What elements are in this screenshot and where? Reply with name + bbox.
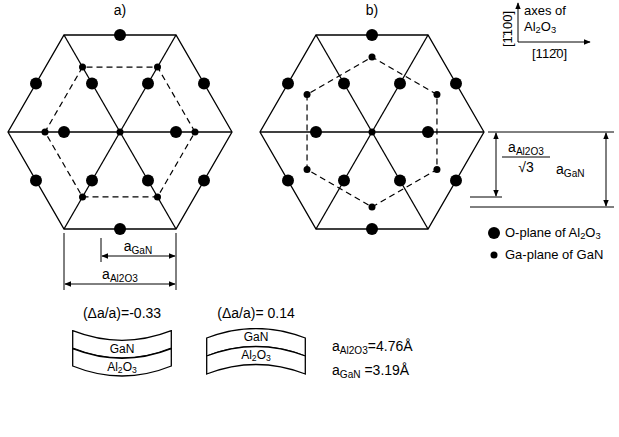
o-plane-dot-sample xyxy=(488,227,500,239)
o-plane-dot xyxy=(450,78,462,90)
ga-plane-dot xyxy=(369,129,376,136)
dimension-label: aAl2O3 xyxy=(508,139,544,155)
subscript: GaN xyxy=(564,168,585,179)
legend-text: O-plane of Al2O3 xyxy=(505,225,601,241)
ga-plane-dot-sample xyxy=(491,252,498,259)
axis-arrow xyxy=(518,42,590,43)
gan-hexagon xyxy=(307,57,437,207)
mismatch-value: (Δa/a)= 0.14 xyxy=(217,305,294,321)
o-plane-dot xyxy=(366,29,378,41)
fraction-bar xyxy=(502,157,550,158)
o-plane-dot xyxy=(394,78,406,90)
ga-plane-dot xyxy=(42,129,49,136)
o-plane-dot xyxy=(58,126,70,138)
o-plane-dot xyxy=(310,126,322,138)
ga-plane-dot xyxy=(79,64,86,71)
o-plane-dot xyxy=(114,223,126,235)
ga-plane-dot xyxy=(79,193,86,200)
axis-direction: [112̄0] xyxy=(532,46,567,62)
o-plane-dot xyxy=(30,174,42,186)
subscript: 3 xyxy=(266,353,271,363)
dimension-line xyxy=(496,133,497,196)
o-plane-dot xyxy=(366,223,378,235)
extension-line xyxy=(470,197,502,198)
ga-plane-dot xyxy=(117,129,124,136)
ga-plane-dot xyxy=(433,91,440,98)
subscript: 2 xyxy=(580,231,585,241)
subscript: Al2O3 xyxy=(516,146,544,157)
o-plane-dot xyxy=(170,126,182,138)
ga-plane-dot xyxy=(304,166,311,173)
lattice-line xyxy=(64,35,176,229)
layer-band: Al2O3 xyxy=(72,348,172,378)
o-plane-dot xyxy=(198,78,210,90)
extension-line xyxy=(488,132,614,133)
o-plane-dot xyxy=(86,174,98,186)
extension-line xyxy=(101,238,102,262)
axis-direction: [1̄100] xyxy=(500,11,516,47)
lattice-line xyxy=(316,35,428,229)
subscript: 3 xyxy=(132,365,137,375)
lattice-line xyxy=(316,35,428,229)
subscript: 3 xyxy=(595,231,600,241)
extension-line xyxy=(176,233,177,290)
lattice-hexagon xyxy=(260,35,484,229)
band-shape xyxy=(207,347,306,375)
o-plane-dot xyxy=(450,174,462,186)
axis-arrow xyxy=(518,3,519,42)
subscript: Al2O3 xyxy=(340,345,368,356)
ga-plane-dot xyxy=(154,193,161,200)
layer-name: GaN xyxy=(206,328,306,346)
lattice-constant: aGaN =3.19Å xyxy=(332,362,409,378)
o-plane-dot xyxy=(142,174,154,186)
o-plane-dot xyxy=(86,78,98,90)
gan-hexagon xyxy=(45,67,195,197)
subscript: 3 xyxy=(551,25,556,35)
lattice-line xyxy=(64,35,176,229)
dimension-line xyxy=(606,133,607,206)
subscript: 2 xyxy=(118,365,123,375)
extension-line xyxy=(64,233,65,290)
dimension-line xyxy=(102,256,175,257)
ga-plane-dot xyxy=(304,91,311,98)
layer-name: Al2O3 xyxy=(72,358,172,376)
lattice-constant: aAl2O3=4.76Å xyxy=(332,338,413,354)
subscript: 2 xyxy=(252,353,257,363)
o-plane-dot xyxy=(30,78,42,90)
axis-caption: axes of Al2O3 xyxy=(524,3,582,35)
extension-line xyxy=(470,207,614,208)
ga-plane-dot xyxy=(192,129,199,136)
legend-text: Ga-plane of GaN xyxy=(505,247,603,263)
panel-label: a) xyxy=(114,2,126,18)
o-plane-dot xyxy=(394,174,406,186)
panel-label: b) xyxy=(366,2,378,18)
ga-plane-dot xyxy=(433,166,440,173)
dimension-line xyxy=(65,284,175,285)
lattice-hexagon xyxy=(8,35,232,229)
o-plane-dot xyxy=(198,174,210,186)
o-plane-dot xyxy=(282,78,294,90)
mismatch-value: (Δa/a)=-0.33 xyxy=(83,305,161,321)
subscript: Al2O3 xyxy=(110,273,138,284)
o-plane-dot xyxy=(338,174,350,186)
dimension-label: √3 xyxy=(518,159,533,175)
o-plane-dot xyxy=(142,78,154,90)
o-plane-dot xyxy=(338,78,350,90)
dimension-label: aGaN xyxy=(556,161,585,177)
subscript: GaN xyxy=(340,369,361,380)
subscript: 2 xyxy=(536,25,541,35)
ga-plane-dot xyxy=(369,204,376,211)
band-shape xyxy=(73,349,172,376)
o-plane-dot xyxy=(282,174,294,186)
o-plane-dot xyxy=(114,29,126,41)
dimension-label: aGaN xyxy=(124,238,153,254)
dimension-label: aAl2O3 xyxy=(102,266,138,282)
o-plane-dot xyxy=(422,126,434,138)
subscript: GaN xyxy=(132,245,153,256)
layer-name: Al2O3 xyxy=(206,346,306,364)
ga-plane-dot xyxy=(154,64,161,71)
layer-band: Al2O3 xyxy=(206,346,306,376)
ga-plane-dot xyxy=(369,54,376,61)
